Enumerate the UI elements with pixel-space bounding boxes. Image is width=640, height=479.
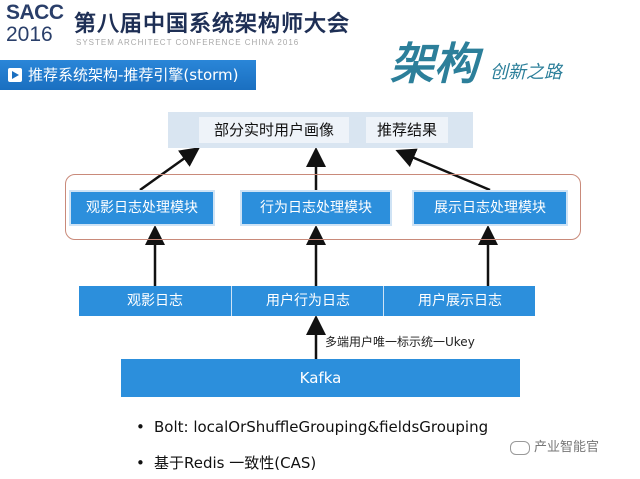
log-user-display: 用户展示日志	[383, 286, 536, 316]
output-recommend-result: 推荐结果	[366, 117, 448, 143]
bullet-dot-icon: •	[136, 454, 145, 472]
module-behavior-log: 行为日志处理模块	[240, 190, 392, 226]
slide-title: 推荐系统架构-推荐引擎(storm)	[28, 66, 239, 84]
wechat-icon	[510, 440, 530, 455]
watermark: 产业智能官	[510, 436, 599, 455]
slide-title-bar: 推荐系统架构-推荐引擎(storm)	[0, 60, 256, 90]
arrow-display-to-output	[395, 148, 491, 192]
logo-sacc: SACC	[6, 1, 64, 24]
logo-year: 2016	[6, 23, 53, 46]
arrow-watch-to-output	[139, 147, 201, 192]
bullet-item-redis: • 基于Redis 一致性(CAS)	[136, 452, 316, 473]
modules-group-frame	[65, 174, 581, 240]
output-box: 部分实时用户画像 推荐结果	[168, 112, 473, 148]
log-watch: 观影日志	[127, 293, 183, 309]
output-realtime-portrait: 部分实时用户画像	[199, 117, 349, 143]
play-icon	[8, 68, 22, 82]
conference-title: 第八届中国系统架构师大会	[74, 12, 351, 37]
watermark-text: 产业智能官	[534, 440, 600, 455]
ukey-note: 多端用户唯一标示统一Ukey	[325, 335, 475, 349]
module-watch-log: 观影日志处理模块	[69, 190, 215, 226]
bullet-item-bolt: • Bolt: localOrShuffleGrouping&fieldsGrou…	[136, 418, 488, 436]
module-display-log: 展示日志处理模块	[412, 190, 568, 226]
bullet-text: Bolt: localOrShuffleGrouping&fieldsGroup…	[154, 418, 489, 436]
log-sources-bar: 观影日志 用户行为日志 用户展示日志	[79, 286, 535, 316]
bullet-dot-icon: •	[136, 418, 145, 436]
bullet-text: 基于Redis 一致性(CAS)	[154, 454, 317, 472]
log-user-behavior: 用户行为日志	[231, 286, 384, 316]
slogan-secondary: 创新之路	[490, 62, 562, 83]
slogan-main: 架构	[390, 39, 478, 90]
kafka-source: Kafka	[121, 359, 520, 397]
conference-logo: SACC 2016	[6, 2, 70, 50]
conference-subtitle: SYSTEM ARCHITECT CONFERENCE CHINA 2016	[76, 38, 300, 47]
